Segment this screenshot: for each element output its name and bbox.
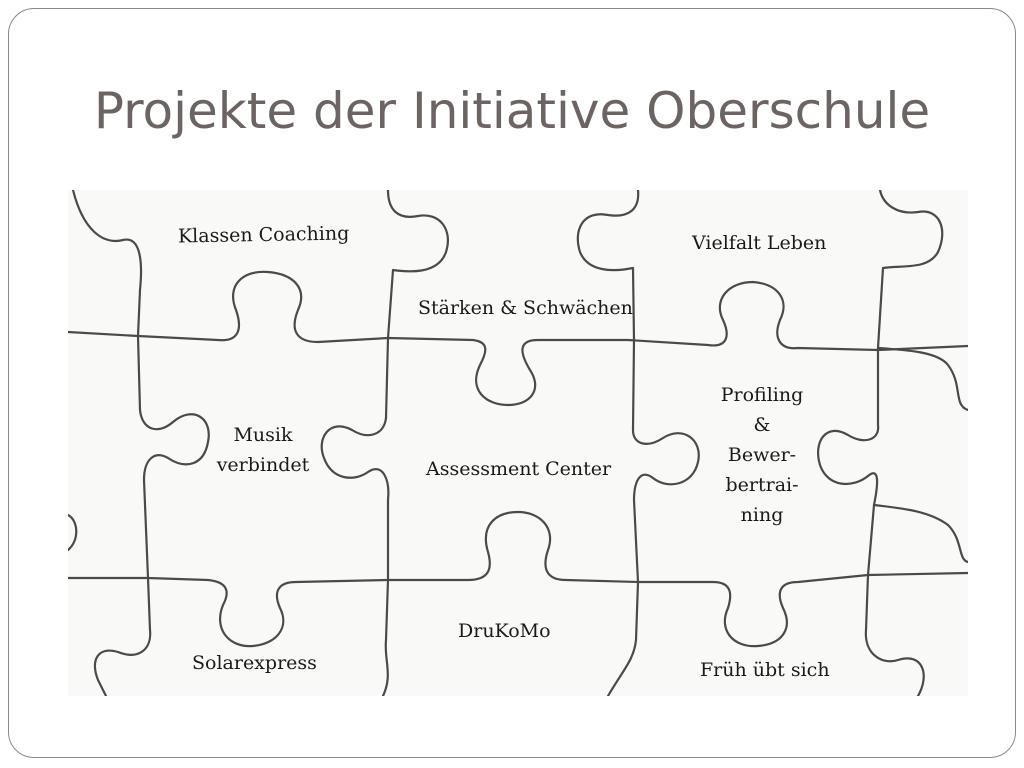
piece-label-musik-verbindet: Musik verbindet xyxy=(208,420,318,480)
piece-label-vielfalt-leben: Vielfalt Leben xyxy=(692,232,827,254)
seam-vertical-4 xyxy=(817,190,944,696)
piece-label-profiling-line-3: Bewer- xyxy=(727,444,797,466)
piece-label-solarexpress: Solarexpress xyxy=(192,652,317,674)
edge-tab-right-lower xyxy=(872,503,968,564)
edge-tab-right-upper xyxy=(876,346,968,412)
piece-label-profiling-line-1: Profiling xyxy=(720,384,804,406)
piece-label-profiling: Profiling & Bewer- bertrai- ning xyxy=(702,380,822,530)
seam-horizontal-1 xyxy=(68,270,968,407)
piece-label-klassen-coaching: Klassen Coaching xyxy=(177,222,350,248)
edge-tab-left xyxy=(68,513,78,552)
seam-vertical-3 xyxy=(576,190,700,696)
seam-horizontal-2 xyxy=(68,510,968,648)
piece-label-musik-line-2: verbindet xyxy=(216,454,310,476)
seam-vertical-1 xyxy=(71,190,210,696)
piece-label-profiling-line-5: ning xyxy=(740,504,784,526)
piece-label-musik-line-1: Musik xyxy=(233,424,293,446)
piece-label-frueh-uebt-sich: Früh übt sich xyxy=(700,659,830,681)
puzzle-diagram: Klassen Coaching Stärken & Schwächen Vie… xyxy=(68,190,968,696)
seam-vertical-2 xyxy=(320,190,449,696)
piece-label-profiling-line-4: bertrai- xyxy=(725,474,799,496)
piece-label-profiling-line-2: & xyxy=(753,414,771,436)
slide-title: Projekte der Initiative Oberschule xyxy=(93,82,931,140)
puzzle-outline xyxy=(68,190,968,696)
piece-label-staerken-schwaechen: Stärken & Schwächen xyxy=(418,297,633,319)
piece-label-assessment-center: Assessment Center xyxy=(426,458,612,480)
piece-label-drukomo: DruKoMo xyxy=(458,620,551,642)
